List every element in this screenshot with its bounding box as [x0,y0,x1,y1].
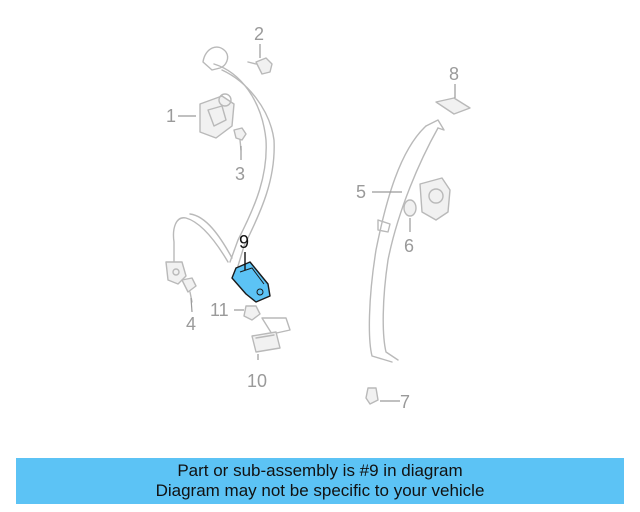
callout-4: 4 [186,314,196,334]
parts-diagram: 1 2 3 4 5 6 7 8 9 10 11 [165,24,471,412]
info-banner: Part or sub-assembly is #9 in diagram Di… [16,458,624,504]
banner-line-part: Part or sub-assembly is #9 in diagram [177,461,463,480]
bolt-part-2 [247,57,273,75]
callout-2: 2 [254,24,264,44]
callout-10: 10 [247,371,267,391]
banner-line-disclaimer: Diagram may not be specific to your vehi… [155,481,485,500]
callout-3: 3 [235,164,245,184]
bolt-part-11 [243,305,261,321]
callout-1: 1 [166,106,176,126]
right-belt-assembly [368,119,451,363]
buckle-part-10 [251,317,291,353]
callout-5: 5 [356,182,366,202]
bolt-part-7 [365,387,379,405]
callout-labels: 1 2 3 4 5 6 7 8 9 10 11 [166,24,459,412]
highlighted-part-9 [231,261,271,303]
left-belt-assembly [165,46,275,285]
callout-7: 7 [400,392,410,412]
callout-11: 11 [210,300,229,320]
callout-8: 8 [449,64,459,84]
retractor-part-1 [199,95,235,139]
callout-6: 6 [404,236,414,256]
retractor-part-5 [419,177,451,221]
clip-part-6 [403,199,417,217]
callout-9: 9 [239,232,249,252]
bolt-part-4 [181,277,197,303]
bolt-part-3 [233,127,247,151]
leader-lines [178,44,456,402]
cover-part-8 [435,97,471,115]
